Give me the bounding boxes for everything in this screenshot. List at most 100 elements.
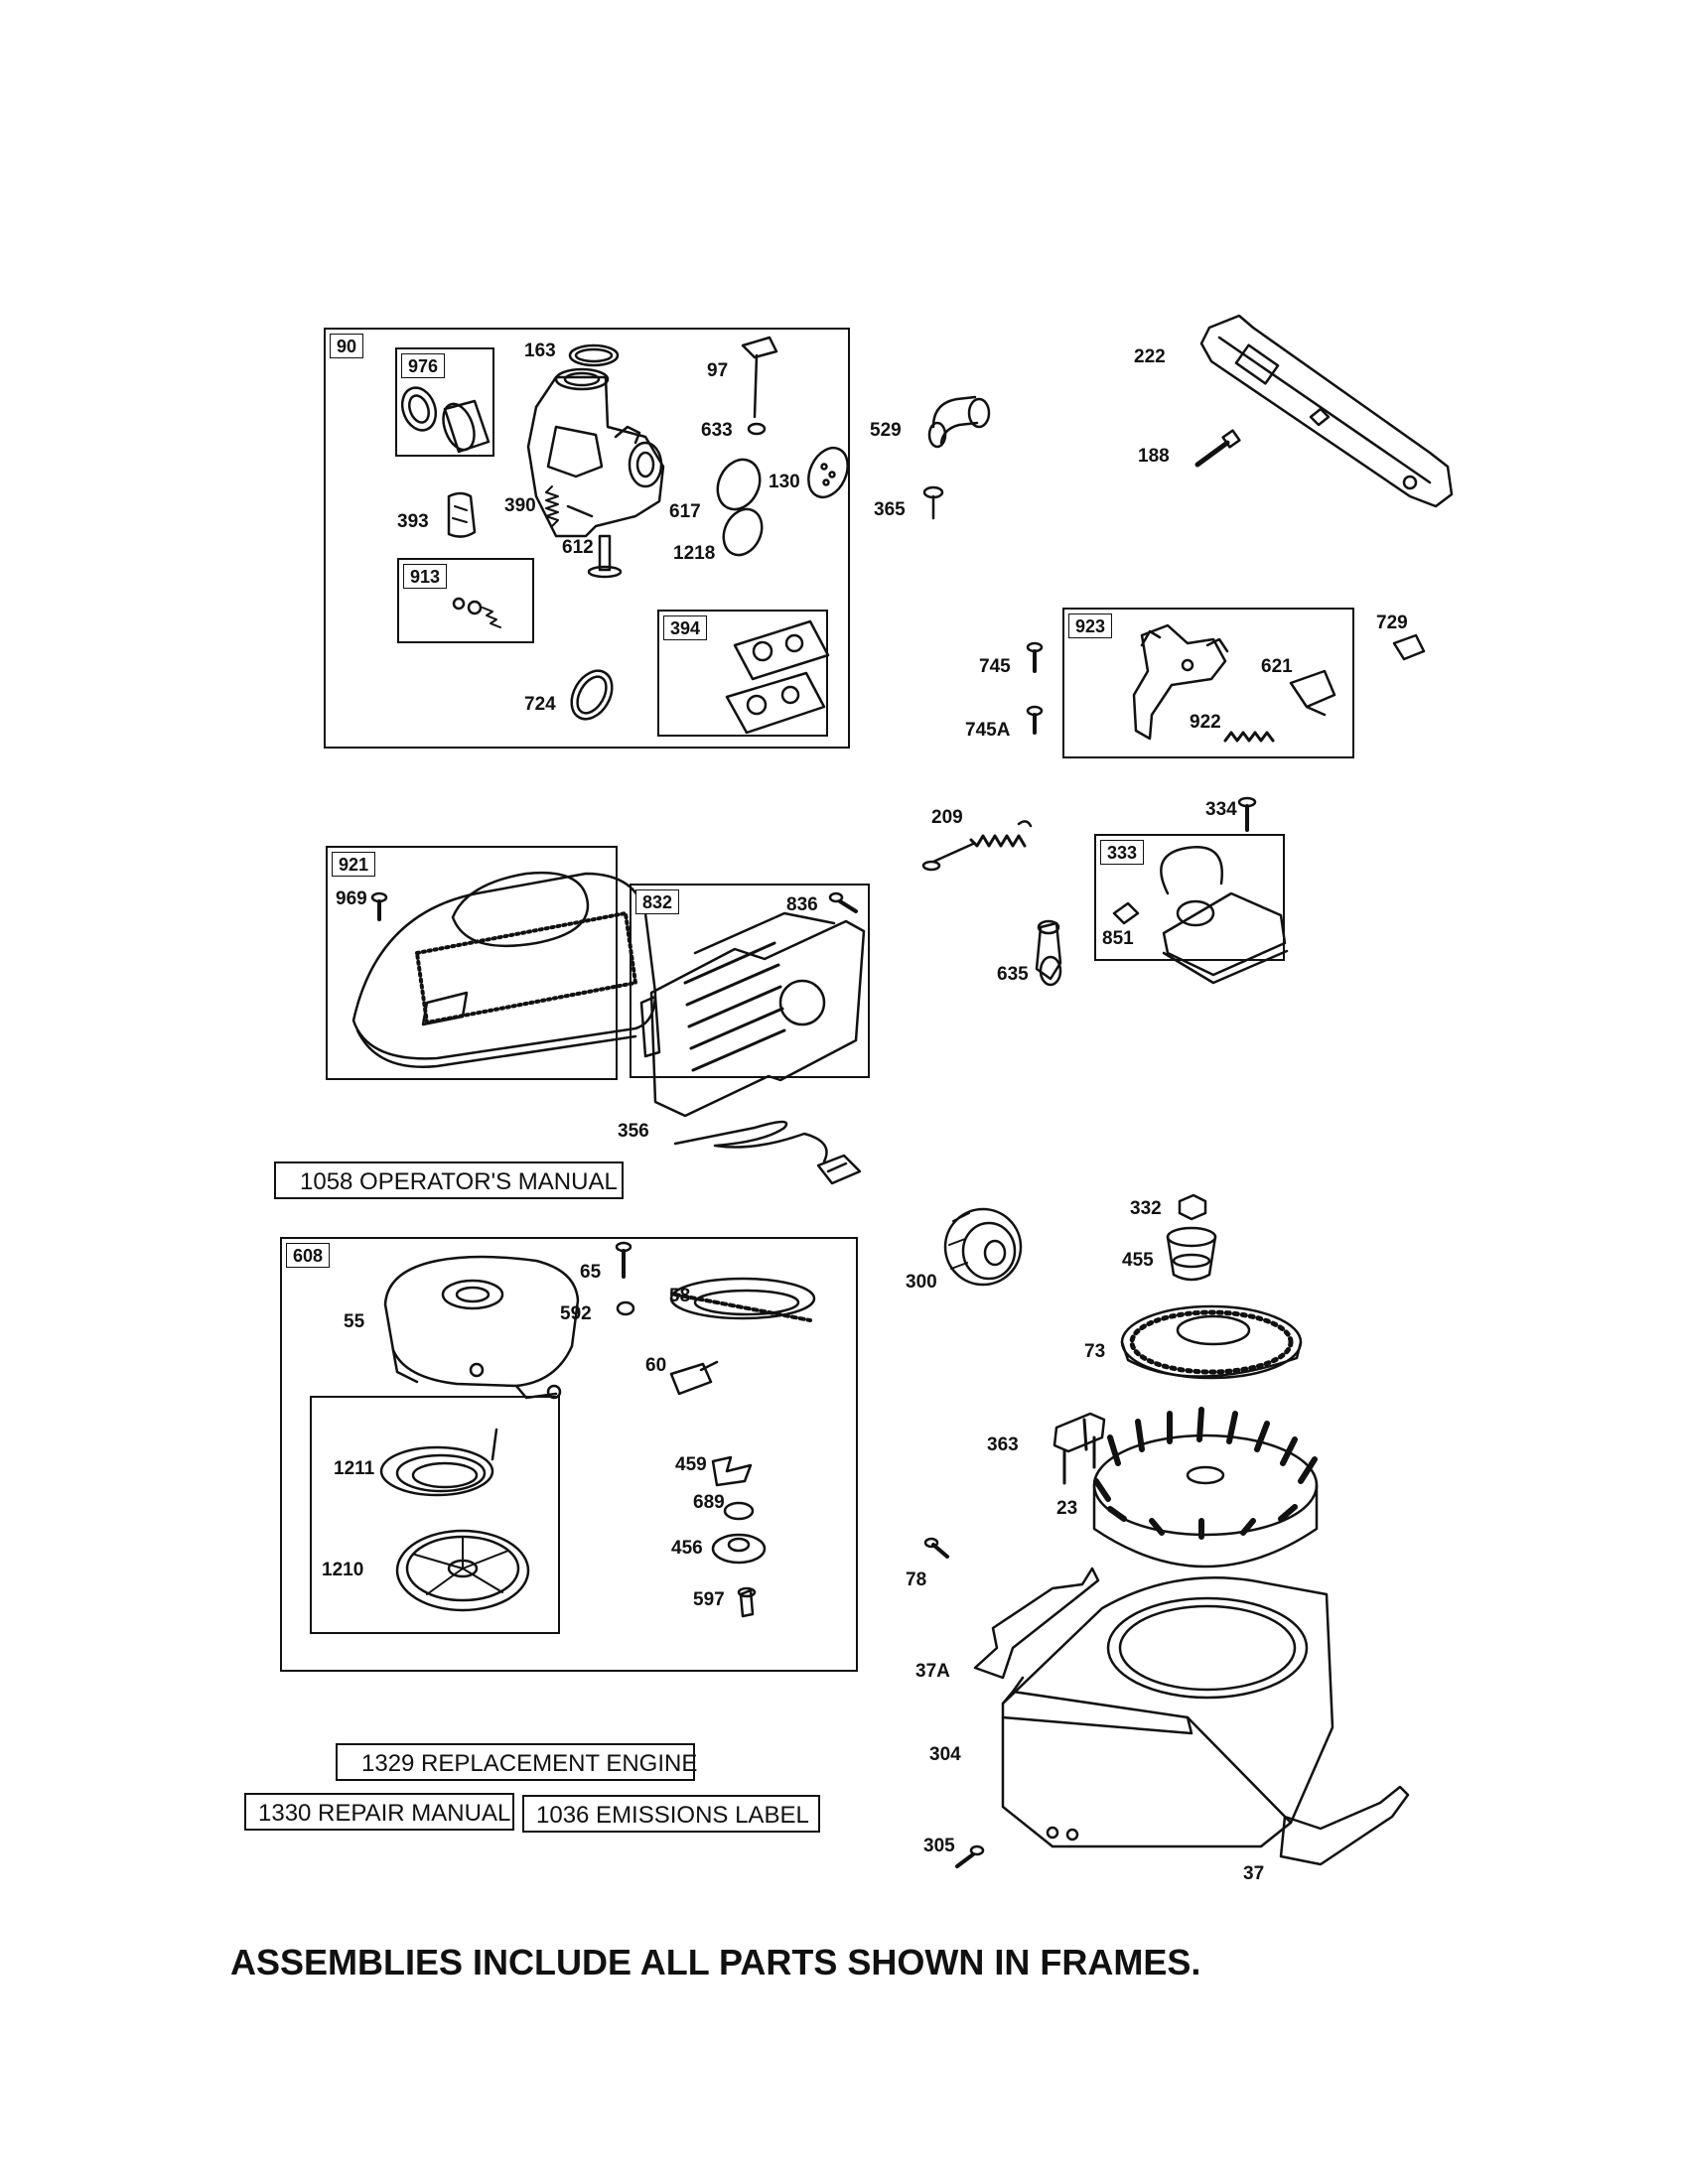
throttle-shaft-drawing bbox=[741, 336, 778, 419]
callout-209: 209 bbox=[931, 807, 963, 828]
callout-1211: 1211 bbox=[334, 1458, 375, 1479]
frame-rewind-spring-pulley bbox=[310, 1396, 560, 1634]
rewind-spring-drawing bbox=[379, 1428, 498, 1497]
callout-456: 456 bbox=[671, 1538, 703, 1559]
callout-305: 305 bbox=[923, 1836, 955, 1856]
callout-334: 334 bbox=[1205, 799, 1237, 820]
dog-459-drawing bbox=[711, 1455, 753, 1487]
frame-tag-diaphragm-kit: 394 bbox=[663, 615, 708, 640]
intake-elbow-drawing bbox=[400, 386, 491, 454]
frame-governor-control: 923 bbox=[1062, 608, 1354, 758]
spring-922-drawing bbox=[1223, 731, 1275, 743]
gasket-ring-drawing bbox=[568, 343, 620, 367]
callout-356: 356 bbox=[618, 1121, 649, 1142]
frame-tag-governor-control: 923 bbox=[1068, 614, 1113, 638]
governor-control-drawing bbox=[1132, 623, 1229, 741]
callout-635: 635 bbox=[997, 964, 1029, 985]
armature-drawing bbox=[1160, 846, 1289, 985]
callout-689: 689 bbox=[693, 1492, 725, 1513]
nut-332-drawing bbox=[1178, 1193, 1207, 1221]
callout-73: 73 bbox=[1084, 1341, 1106, 1362]
callout-612: 612 bbox=[562, 537, 594, 558]
callout-1210: 1210 bbox=[322, 1560, 364, 1580]
clutch-drawing bbox=[943, 1207, 1023, 1287]
callout-633: 633 bbox=[701, 420, 733, 441]
frame-intake-elbow-kit: 976 bbox=[395, 347, 494, 457]
float-drawing bbox=[447, 491, 477, 538]
screen-drawing bbox=[1120, 1304, 1303, 1380]
callout-304: 304 bbox=[929, 1744, 961, 1765]
note-emissions-label: 1036 EMISSIONS LABEL bbox=[522, 1795, 820, 1833]
bracket-363-drawing bbox=[1052, 1412, 1106, 1485]
spring-209-drawing bbox=[921, 820, 1033, 872]
bracket-222-drawing bbox=[1199, 314, 1454, 508]
callout-37: 37 bbox=[1243, 1863, 1265, 1884]
callout-745: 745 bbox=[979, 656, 1011, 677]
diaphragm-kit-drawing bbox=[725, 619, 830, 735]
frame-armature: 333 bbox=[1094, 834, 1285, 961]
footer-note: ASSEMBLIES INCLUDE ALL PARTS SHOWN IN FR… bbox=[230, 1942, 1201, 1982]
note-repair-manual: 1330 REPAIR MANUAL bbox=[244, 1793, 514, 1831]
elbow-529-drawing bbox=[927, 395, 991, 449]
callout-65: 65 bbox=[580, 1262, 602, 1283]
callout-724: 724 bbox=[524, 694, 556, 715]
retainer-drawing bbox=[711, 1533, 767, 1565]
callout-393: 393 bbox=[397, 511, 429, 532]
flywheel-drawing bbox=[1092, 1407, 1319, 1569]
cup-455-drawing bbox=[1166, 1226, 1217, 1282]
starter-handle-drawing bbox=[669, 1360, 719, 1396]
callout-836: 836 bbox=[786, 894, 818, 915]
callout-130: 130 bbox=[769, 472, 800, 492]
spark-boot-drawing bbox=[1035, 919, 1062, 987]
frame-tag-rewind-starter: 608 bbox=[286, 1243, 331, 1268]
callout-592: 592 bbox=[560, 1303, 592, 1324]
callout-37a: 37A bbox=[915, 1661, 950, 1682]
callout-365: 365 bbox=[874, 499, 906, 520]
baffle-37-drawing bbox=[1279, 1785, 1410, 1866]
frame-tag-intake-elbow-kit: 976 bbox=[401, 353, 446, 378]
spring-689-drawing bbox=[723, 1501, 755, 1521]
starter-housing-drawing bbox=[383, 1255, 580, 1400]
callout-60: 60 bbox=[645, 1355, 667, 1376]
callout-300: 300 bbox=[906, 1272, 937, 1293]
callout-459: 459 bbox=[675, 1454, 707, 1475]
callout-729: 729 bbox=[1376, 613, 1408, 633]
callout-58: 58 bbox=[669, 1286, 691, 1306]
clip-621-drawing bbox=[1289, 669, 1336, 717]
callout-597: 597 bbox=[693, 1589, 725, 1610]
screw-365-drawing bbox=[922, 485, 944, 520]
frame-air-cleaner: 921 bbox=[326, 846, 618, 1080]
baffle-37a-drawing bbox=[973, 1567, 1100, 1680]
needle-kit-drawing bbox=[452, 597, 501, 628]
frame-rewind-starter: 608 bbox=[280, 1237, 858, 1672]
callout-163: 163 bbox=[524, 341, 556, 361]
frame-muffler: 832 bbox=[630, 884, 870, 1078]
screw-305-drawing bbox=[955, 1852, 975, 1868]
muffler-drawing bbox=[639, 911, 866, 1118]
frame-carburetor: 90 bbox=[324, 328, 850, 749]
starter-rope-drawing bbox=[669, 1277, 816, 1322]
bolt-188-drawing bbox=[1194, 440, 1230, 468]
callout-922: 922 bbox=[1190, 712, 1221, 733]
callout-1218: 1218 bbox=[673, 543, 716, 564]
frame-diaphragm-kit: 394 bbox=[657, 610, 828, 737]
callout-97: 97 bbox=[707, 360, 729, 381]
frame-tag-muffler: 832 bbox=[635, 889, 680, 914]
pulley-drawing bbox=[395, 1529, 530, 1612]
carburetor-drawing bbox=[526, 367, 665, 579]
callout-617: 617 bbox=[669, 501, 701, 522]
frame-needle-kit: 913 bbox=[397, 558, 534, 643]
callout-78: 78 bbox=[906, 1570, 927, 1590]
spring-390-drawing bbox=[545, 485, 559, 527]
frame-tag-needle-kit: 913 bbox=[403, 564, 448, 589]
callout-332: 332 bbox=[1130, 1198, 1162, 1219]
lead-wire-drawing bbox=[673, 1120, 862, 1185]
frame-tag-armature: 333 bbox=[1100, 840, 1145, 865]
note-replacement-engine: 1329 REPLACEMENT ENGINE bbox=[336, 1743, 697, 1781]
callout-222: 222 bbox=[1134, 346, 1166, 367]
callout-969: 969 bbox=[336, 888, 367, 909]
screw-597-drawing bbox=[737, 1586, 757, 1618]
screw-745a-drawing bbox=[1026, 705, 1044, 735]
oring-724-drawing bbox=[570, 669, 614, 721]
